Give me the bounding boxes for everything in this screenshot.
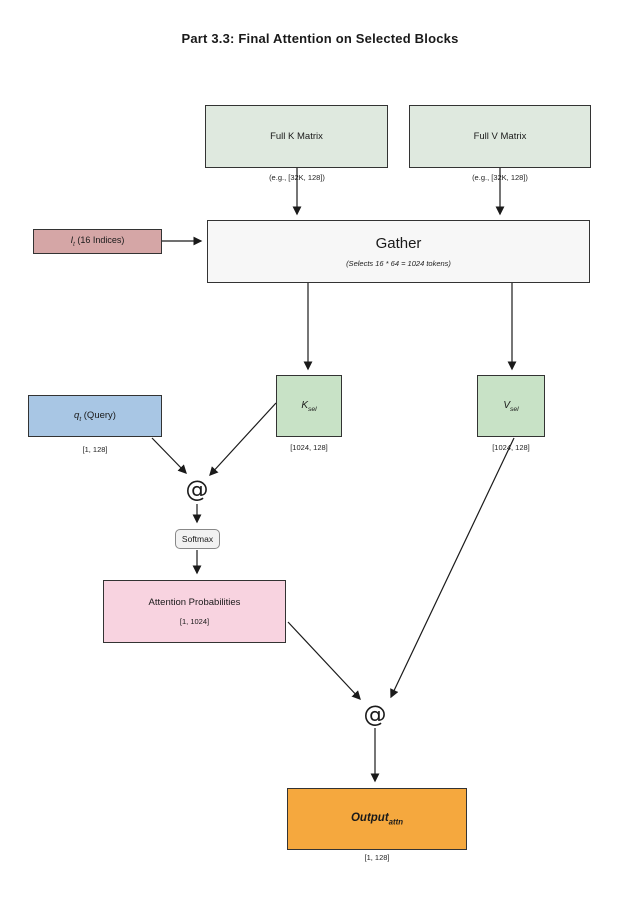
full-v-matrix-label: Full V Matrix: [473, 131, 527, 142]
attn-prob-shape-label: [1, 1024]: [179, 617, 210, 626]
k-sel-label: Ksel: [301, 399, 317, 413]
gather-label: Gather: [375, 235, 422, 252]
v-sel-label: Vsel: [503, 399, 519, 413]
query-shape-label: [1, 128]: [82, 445, 108, 454]
node-output: Outputattn: [287, 788, 467, 850]
node-query: qt (Query): [28, 395, 162, 437]
v-sel-shape-label: [1024, 128]: [492, 443, 530, 452]
attn-prob-label: Attention Probabilities: [148, 597, 241, 608]
query-label: qt (Query): [74, 409, 116, 423]
node-attention-probabilities: Attention Probabilities [1, 1024]: [103, 580, 286, 643]
full-k-shape-label: (e.g., [32K, 128]): [269, 173, 325, 182]
diagram-title: Part 3.3: Final Attention on Selected Bl…: [181, 31, 459, 46]
matmul-1-symbol: @: [185, 477, 209, 503]
node-v-sel: Vsel: [477, 375, 545, 437]
node-full-v-matrix: Full V Matrix: [409, 105, 591, 168]
node-indices: It (16 Indices): [33, 229, 162, 254]
softmax-label: Softmax: [181, 534, 214, 544]
arrow-k-sel-to-matmul1: [209, 402, 277, 476]
gather-sublabel: (Selects 16 * 64 = 1024 tokens): [346, 259, 451, 268]
full-k-matrix-label: Full K Matrix: [270, 131, 323, 142]
output-shape-label: [1, 128]: [364, 853, 390, 862]
arrow-attn-prob-to-matmul2: [287, 621, 361, 700]
indices-label: It (16 Indices): [70, 235, 125, 248]
node-k-sel: Ksel: [276, 375, 342, 437]
output-label: Outputattn: [350, 811, 403, 827]
arrow-v-sel-to-matmul2: [390, 437, 515, 699]
k-sel-shape-label: [1024, 128]: [290, 443, 328, 452]
node-full-k-matrix: Full K Matrix: [205, 105, 388, 168]
arrow-query-to-matmul1: [151, 437, 187, 474]
node-softmax: Softmax: [175, 529, 220, 549]
full-v-shape-label: (e.g., [32K, 128]): [472, 173, 528, 182]
matmul-2-symbol: @: [363, 702, 387, 728]
node-gather: Gather (Selects 16 * 64 = 1024 tokens): [207, 220, 590, 283]
